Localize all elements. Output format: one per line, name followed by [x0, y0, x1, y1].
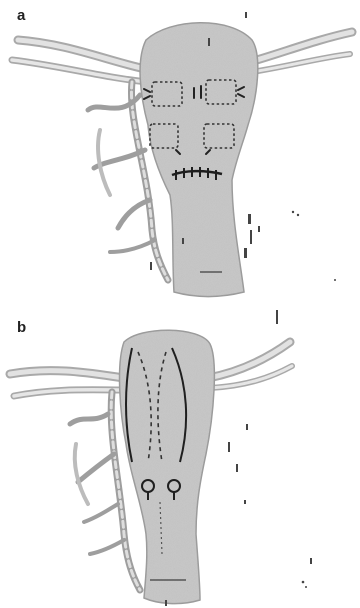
figure-panel-b: b: [0, 304, 360, 608]
uterus-diagram-b: [0, 304, 360, 608]
uterus-diagram-a: [0, 0, 360, 304]
figure-panel-a: a: [0, 0, 360, 304]
